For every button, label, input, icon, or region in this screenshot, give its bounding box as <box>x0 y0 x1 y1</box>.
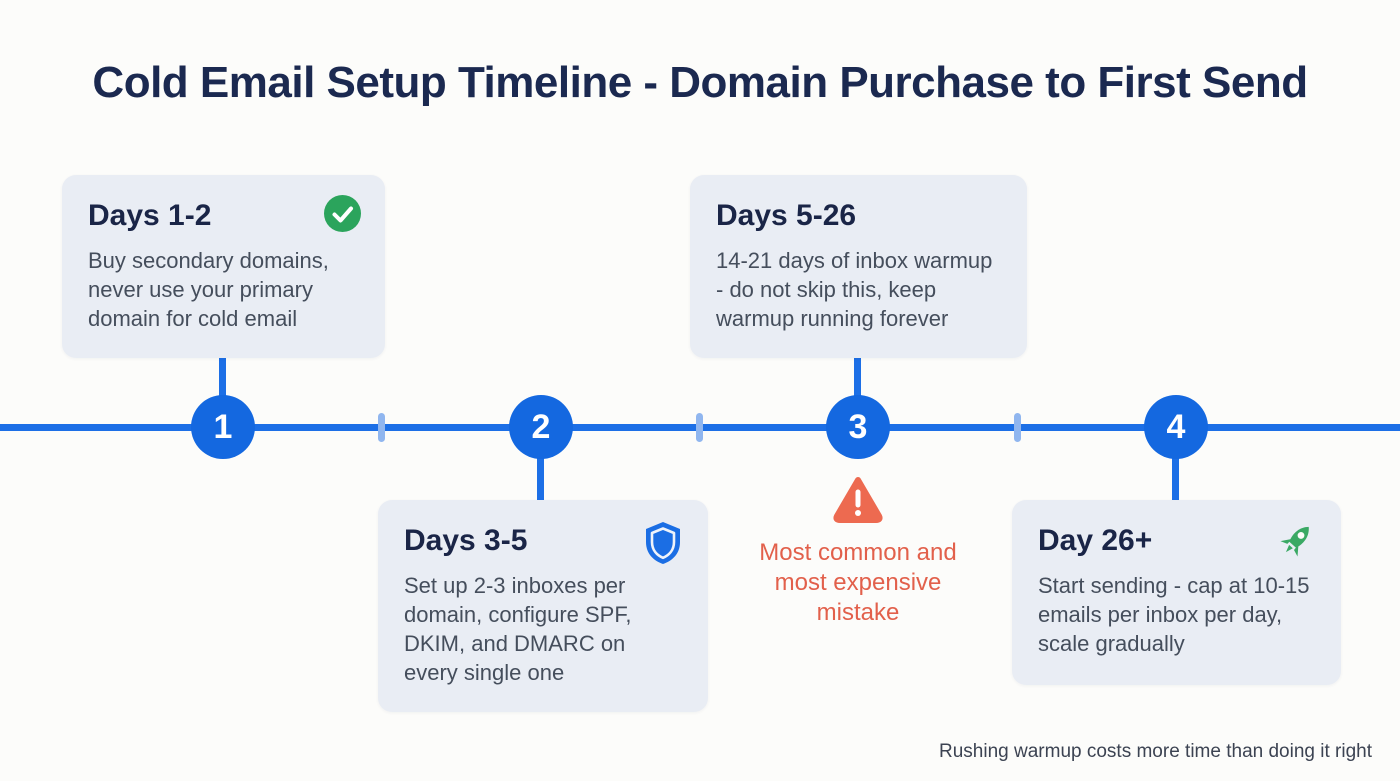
timeline-tick <box>696 413 703 442</box>
check-circle-icon <box>324 195 361 237</box>
card-description: Start sending - cap at 10-15 emails per … <box>1038 573 1310 656</box>
card-title: Days 3-5 <box>404 524 528 557</box>
milestone-card-days-5-26: Days 5-26 14-21 days of inbox warmup - d… <box>690 175 1027 358</box>
shield-icon <box>642 520 684 571</box>
node-number: 2 <box>531 407 551 446</box>
timeline-node-3: 3 <box>826 395 890 459</box>
timeline-node-2: 2 <box>509 395 573 459</box>
milestone-card-day-26-plus: Day 26+ Start sending - cap at 10-15 ema… <box>1012 500 1341 685</box>
milestone-card-days-1-2: Days 1-2 Buy secondary domains, never us… <box>62 175 385 358</box>
timeline-tick <box>1014 413 1021 442</box>
connector-milestone-3 <box>854 356 861 398</box>
card-description: Set up 2-3 inboxes per domain, configure… <box>404 573 632 685</box>
connector-milestone-2 <box>537 456 544 502</box>
warning-text: Most common and most expensive mistake <box>759 539 957 626</box>
warning-triangle-icon <box>832 477 884 527</box>
card-title: Days 1-2 <box>88 199 212 232</box>
node-number: 1 <box>213 407 233 446</box>
page-title: Cold Email Setup Timeline - Domain Purch… <box>92 58 1308 107</box>
rocket-icon <box>1275 520 1317 567</box>
connector-milestone-1 <box>219 356 226 398</box>
card-description: 14-21 days of inbox warmup - do not skip… <box>716 248 993 331</box>
footer-note: Rushing warmup costs more time than doin… <box>939 741 1372 762</box>
connector-milestone-4 <box>1172 456 1179 502</box>
timeline-node-1: 1 <box>191 395 255 459</box>
milestone-card-days-3-5: Days 3-5 Set up 2-3 inboxes per domain, … <box>378 500 708 712</box>
card-title: Days 5-26 <box>716 199 857 232</box>
warning-annotation: Most common and most expensive mistake <box>733 475 983 628</box>
node-number: 4 <box>1166 407 1186 446</box>
card-title: Day 26+ <box>1038 524 1153 557</box>
card-description: Buy secondary domains, never use your pr… <box>88 248 329 331</box>
timeline-node-4: 4 <box>1144 395 1208 459</box>
timeline-tick <box>378 413 385 442</box>
node-number: 3 <box>848 407 868 446</box>
